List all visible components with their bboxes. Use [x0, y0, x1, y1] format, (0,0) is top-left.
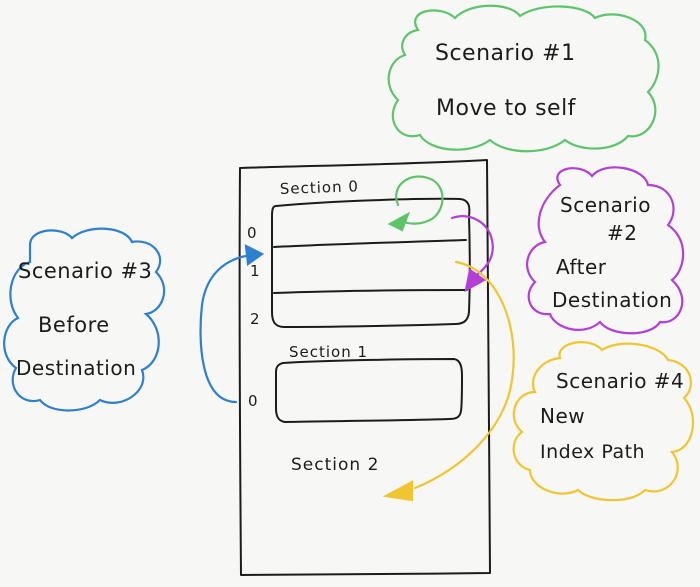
- section-0-title: Section 0: [280, 177, 360, 198]
- scenario-3-arrow: [199, 244, 265, 404]
- scenario-1-cloud: [387, 4, 660, 153]
- section-0-row-index-2: 2: [250, 310, 260, 328]
- scenario-4-line-1: Scenario #4: [556, 369, 684, 393]
- scenario-2-arrow: [450, 215, 494, 293]
- scenario-4-line-3: Index Path: [540, 441, 645, 463]
- section-1-title: Section 1: [289, 343, 368, 361]
- section-0-row-index-0: 0: [247, 224, 257, 242]
- table-view: [238, 159, 491, 576]
- scenario-3-cloud: [3, 227, 166, 412]
- scenario-4-arrow: [382, 260, 515, 502]
- section-0-block: [270, 197, 471, 328]
- section-0-row-divider-2: [273, 289, 468, 294]
- scenario-2-line-3: After: [556, 255, 607, 279]
- scenario-2-line-4: Destination: [552, 288, 672, 312]
- table-border: [238, 159, 491, 576]
- scenario-1-line-1: Scenario #1: [435, 41, 576, 66]
- scenario-3-line-1: Scenario #3: [18, 259, 152, 283]
- scenario-4-bubble: Scenario #4 New Index Path: [512, 341, 694, 502]
- section-2-title: Section 2: [291, 455, 379, 475]
- scenario-3-line-3: Destination: [16, 356, 136, 380]
- section-0-row-divider-1: [273, 239, 467, 248]
- scenario-4-line-2: New: [540, 404, 585, 428]
- scenario-3-bubble: Scenario #3 Before Destination: [3, 227, 166, 412]
- scenario-4-cloud: [512, 341, 694, 502]
- section-0-row-index-1: 1: [250, 262, 260, 280]
- scenario-2-bubble: Scenario #2 After Destination: [525, 166, 685, 335]
- scenario-2-line-1: Scenario: [560, 193, 651, 217]
- section-1-block: [275, 358, 463, 423]
- scenario-1-bubble: Scenario #1 Move to self: [387, 4, 660, 153]
- scenario-2-line-2: #2: [607, 221, 637, 245]
- scenario-1-arrow: [387, 175, 444, 232]
- scenario-3-line-2: Before: [38, 313, 110, 337]
- section-1-row-index-0: 0: [248, 392, 258, 410]
- scenario-2-cloud: [525, 166, 685, 335]
- scenario-1-line-2: Move to self: [436, 96, 577, 121]
